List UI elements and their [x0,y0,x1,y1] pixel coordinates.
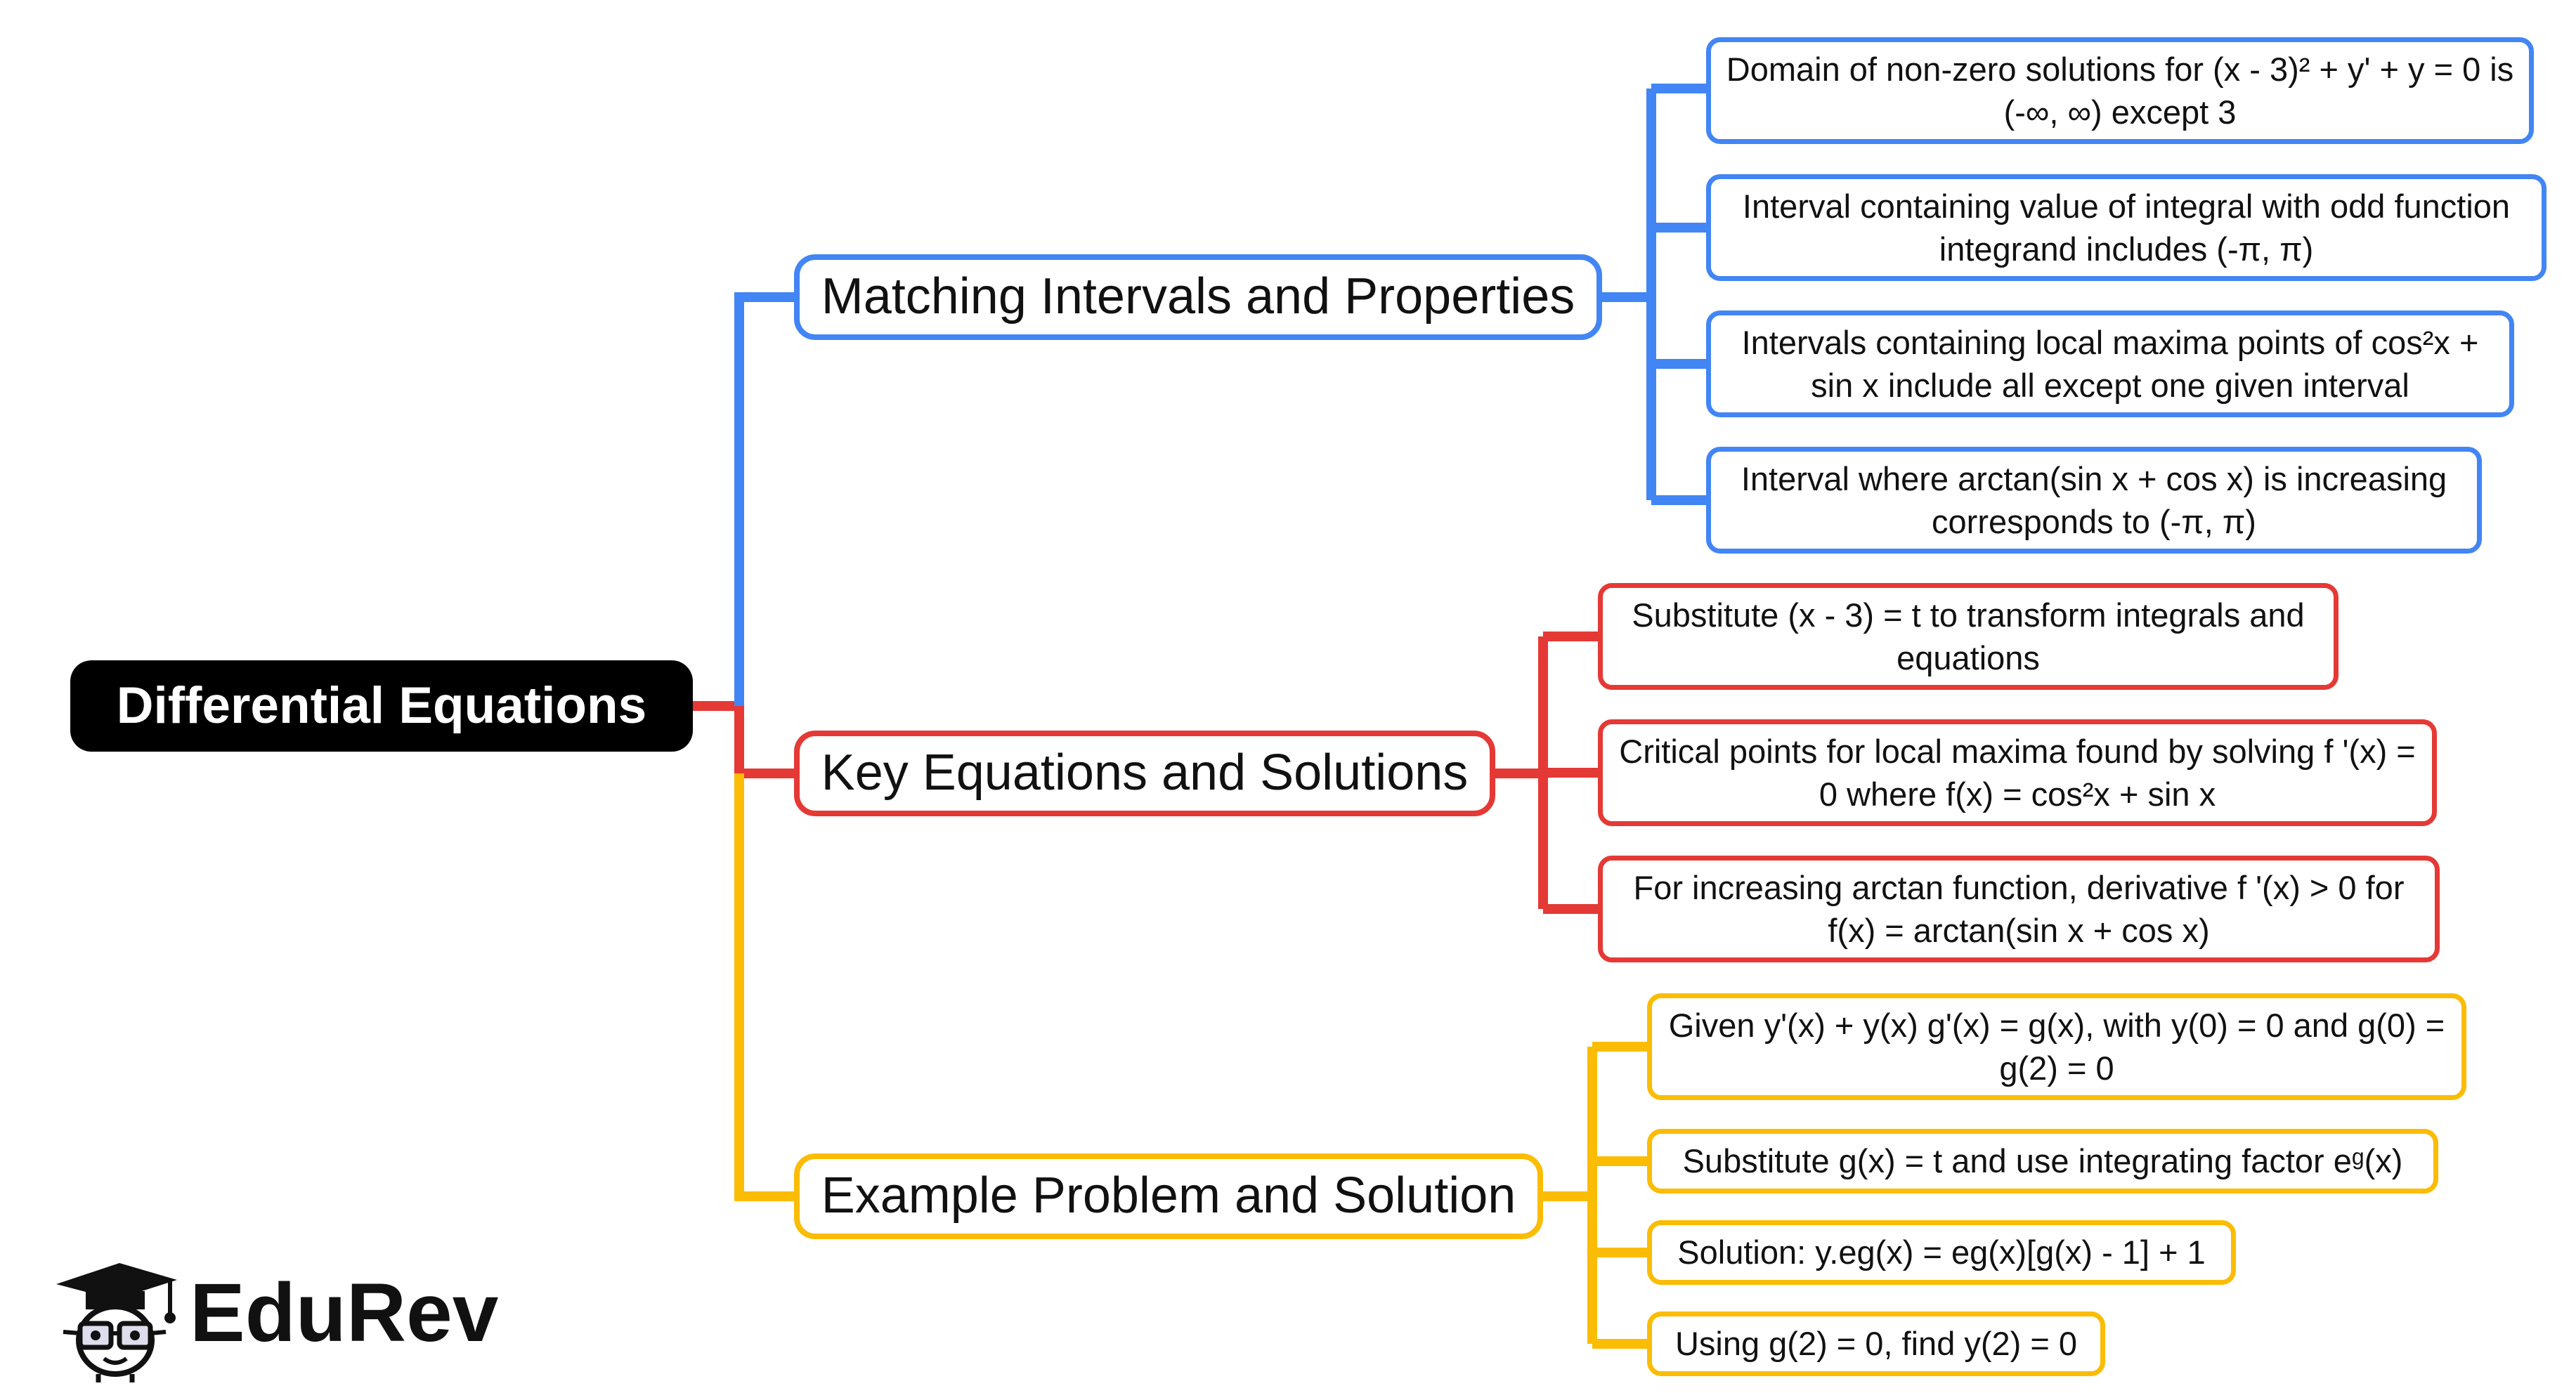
root-node[interactable]: Differential Equations [70,660,693,752]
branch-key-equations[interactable]: Key Equations and Solutions [794,731,1495,816]
branch-label: Matching Intervals and Properties [821,268,1575,325]
logo-text: EduRev [190,1267,499,1359]
leaf-given-equation[interactable]: Given y'(x) + y(x) g'(x) = g(x), with y(… [1647,993,2466,1100]
leaf-text: Using g(2) = 0, find y(2) = 0 [1674,1325,2078,1363]
leaf-text: Interval containing value of integral wi… [1742,187,2511,268]
branch-label: Key Equations and Solutions [821,745,1469,802]
leaf-critical-points[interactable]: Critical points for local maxima found b… [1598,719,2437,826]
connector-root-branch-2 [734,706,794,778]
branch-example-problem[interactable]: Example Problem and Solution [794,1153,1543,1239]
connector-root-branch-1 [734,292,794,706]
leaf-text: Solution: y.eg(x) = eg(x)[g(x) - 1] + 1 [1677,1234,2206,1271]
leaf-find-y2[interactable]: Using g(2) = 0, find y(2) = 0 [1647,1312,2105,1376]
leaf-odd-function-integral[interactable]: Interval containing value of integral wi… [1706,174,2546,281]
leaf-integrating-factor[interactable]: Substitute g(x) = t and use integrating … [1647,1129,2438,1193]
leaf-text: Domain of non-zero solutions for (x - 3)… [1726,50,2514,131]
leaf-local-maxima-intervals[interactable]: Intervals containing local maxima points… [1706,310,2514,417]
leaf-solution[interactable]: Solution: y.eg(x) = eg(x)[g(x) - 1] + 1 [1647,1220,2236,1285]
edurev-logo: EduRev [42,1250,506,1384]
leaf-domain-nonzero-solutions[interactable]: Domain of non-zero solutions for (x - 3)… [1706,37,2534,144]
leaf-text: Critical points for local maxima found b… [1619,732,2416,813]
connector-root-branch-3 [734,773,794,1201]
root-label: Differential Equations [116,676,647,734]
leaf-text: Substitute g(x) = t and use integrating … [1682,1142,2403,1180]
leaf-text: Substitute (x - 3) = t to transform inte… [1632,596,2305,676]
leaf-arctan-increasing[interactable]: Interval where arctan(sin x + cos x) is … [1706,447,2482,554]
branch-matching-intervals[interactable]: Matching Intervals and Properties [794,254,1602,340]
leaf-text: Interval where arctan(sin x + cos x) is … [1741,459,2447,540]
leaf-text: For increasing arctan function, derivati… [1633,868,2405,949]
leaf-text: Intervals containing local maxima points… [1741,323,2479,404]
graduate-owl-icon [56,1263,177,1382]
branch-label: Example Problem and Solution [821,1168,1516,1224]
leaf-text: Given y'(x) + y(x) g'(x) = g(x), with y(… [1668,1006,2445,1087]
leaf-substitute-x-minus-3[interactable]: Substitute (x - 3) = t to transform inte… [1598,583,2338,690]
leaf-arctan-derivative[interactable]: For increasing arctan function, derivati… [1598,856,2440,962]
